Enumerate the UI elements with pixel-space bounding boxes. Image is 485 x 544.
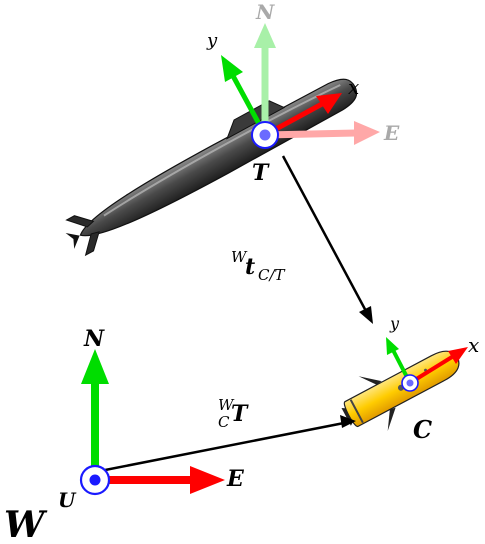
transform-symbol: T [231, 401, 249, 427]
world-east-arrow [95, 466, 225, 494]
translation-subscript: C/T [258, 266, 286, 284]
world-north-label: N [83, 326, 105, 352]
translation-arrow [281, 155, 373, 324]
chaser-origin [401, 374, 419, 392]
world-origin [79, 464, 111, 496]
transform-superscript: W [218, 396, 235, 414]
target-x-label: x [348, 75, 359, 99]
world-north-arrow [81, 349, 109, 480]
world-east-label: E [226, 466, 245, 492]
target-east-arrow [264, 121, 380, 145]
world-frame-label: W [4, 504, 48, 544]
translation-superscript: W [231, 248, 248, 266]
target-north-label: N [255, 0, 275, 24]
target-east-label: E [383, 121, 400, 145]
translation-symbol: t [245, 254, 255, 280]
transform-arrow [99, 415, 356, 473]
submarine-target [65, 78, 358, 257]
chaser-frame-label: C [413, 415, 432, 444]
auv-chaser [341, 350, 460, 432]
chaser-x-label: x [468, 333, 479, 357]
target-frame-label: T [252, 160, 270, 186]
chaser-y-label: y [389, 314, 400, 333]
world-origin-label: U [58, 488, 77, 512]
transform-subscript: C [218, 413, 230, 431]
target-north-arrow [254, 23, 276, 135]
target-origin [251, 121, 279, 149]
target-y-label: y [206, 30, 218, 51]
